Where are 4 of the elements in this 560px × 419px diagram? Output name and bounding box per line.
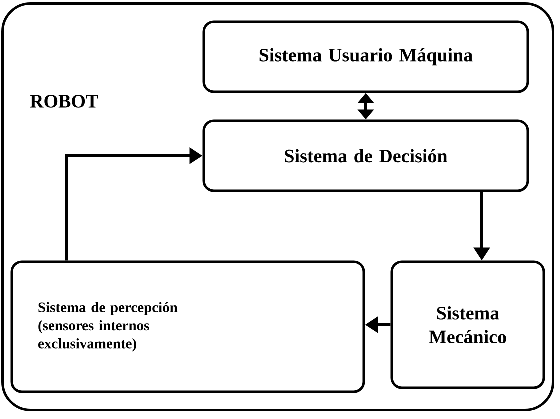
system-box: Sistema Mecánico [390, 260, 546, 390]
system-box: Sistema de percepción (sensores internos exclusivamente) [10, 260, 366, 394]
system-box: Sistema de Decisión [202, 120, 530, 192]
system-box: Sistema Usuario Máquina [202, 20, 530, 94]
